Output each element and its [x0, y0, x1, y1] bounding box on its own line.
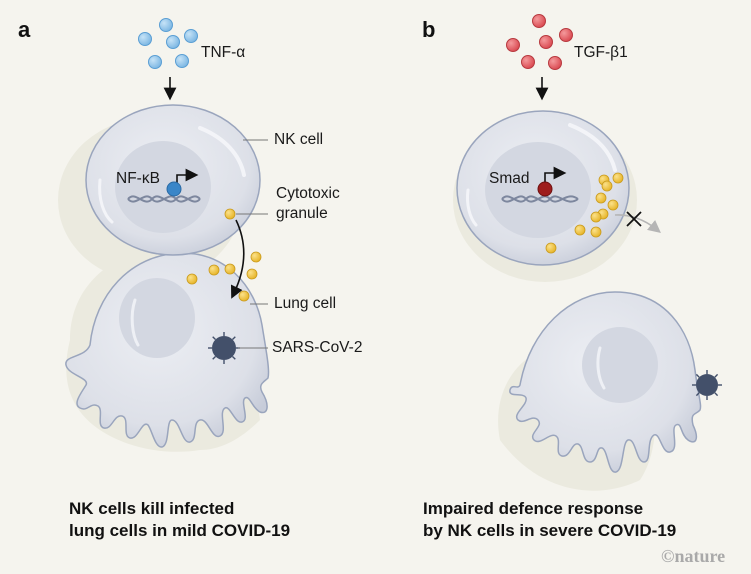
- transcription-arrow-b: [544, 166, 567, 183]
- transcription-arrow-a: [176, 168, 199, 185]
- nature-credit-logo: ©nature: [661, 546, 726, 566]
- caption-a-line2: lung cells in mild COVID-19: [69, 521, 291, 540]
- tnf-alpha-label: TNF-α: [201, 44, 246, 61]
- dna-helix-b: [501, 195, 579, 203]
- tgf-beta1-label: TGF-β1: [574, 44, 628, 61]
- cytotoxic-granules-b: [545, 172, 624, 254]
- dna-helix-a: [127, 195, 201, 203]
- lung-cell-b: [509, 291, 702, 473]
- sars-cov-2-virus-a: [208, 332, 240, 364]
- nf-kb-label: NF-κB: [116, 170, 160, 187]
- granule-label-line2: granule: [276, 205, 328, 222]
- panel-label-b: b: [422, 17, 436, 42]
- granule-label-line1: Cytotoxic: [276, 185, 340, 202]
- caption-b-line2: by NK cells in severe COVID-19: [423, 521, 677, 540]
- cytotoxic-granules-a: [186, 208, 262, 302]
- tnf-alpha-molecules: [138, 18, 198, 69]
- caption-b-line1: Impaired defence response: [423, 499, 644, 518]
- blocked-x-icon: [626, 211, 642, 227]
- lung-cell-a: [65, 252, 270, 448]
- lung-nucleus-b: [582, 327, 658, 403]
- sars-cov-2-virus-b: [692, 370, 722, 400]
- granule-release-arrow: [230, 219, 245, 299]
- nf-kb-molecule: [166, 181, 182, 197]
- caption-a-line1: NK cells kill infected: [69, 499, 235, 518]
- blocked-release-arrow: [614, 214, 661, 234]
- lung-cell-label: Lung cell: [274, 295, 337, 312]
- nk-cell-label: NK cell: [274, 131, 324, 148]
- smad-label: Smad: [489, 170, 530, 187]
- lung-nucleus-a: [119, 278, 195, 358]
- tgf-beta1-molecules: [506, 14, 573, 70]
- sars-cov-2-label: SARS-CoV-2: [272, 339, 363, 356]
- smad-molecule: [537, 181, 553, 197]
- nk-cell-a: [85, 104, 261, 256]
- leader-lines-a: [236, 139, 268, 349]
- panel-label-a: a: [18, 17, 31, 42]
- nk-nucleus-a: [115, 141, 211, 233]
